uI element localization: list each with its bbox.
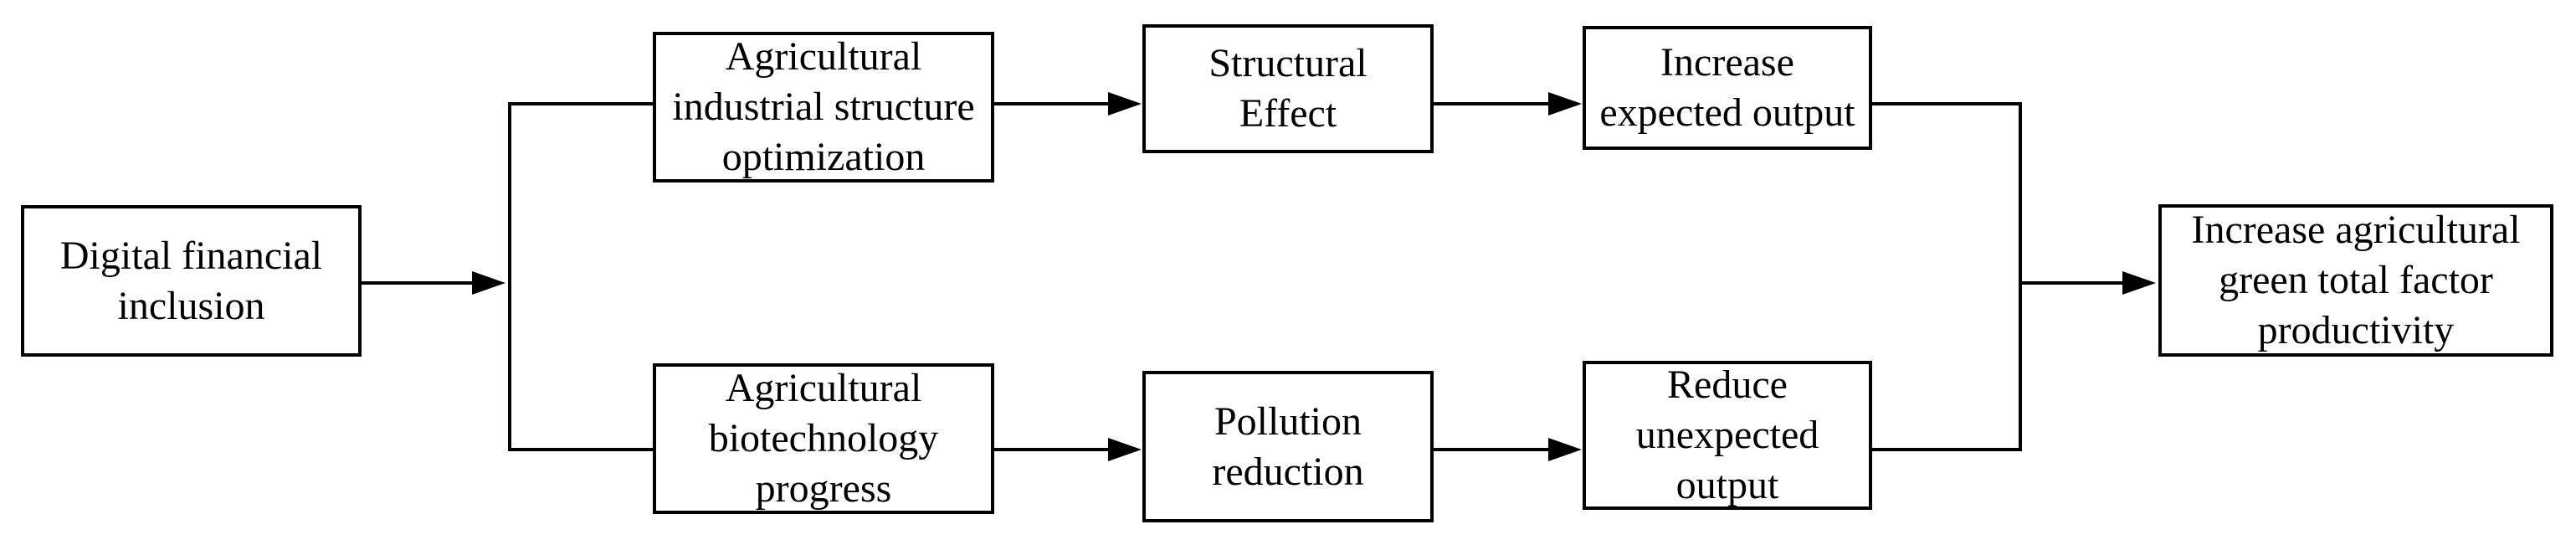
node-digital-financial-inclusion: Digital financial inclusion <box>21 205 362 357</box>
node-agricultural-industrial-structure-optimization: Agricultural industrial structure optimi… <box>653 32 994 183</box>
node-label-structural-effect: Structural Effect <box>1208 41 1368 136</box>
node-increase-expected-output: Increase expected output <box>1583 26 1872 150</box>
edge-join-vertical-line <box>2019 102 2022 451</box>
node-label-increase-expected-output: Increase expected output <box>1599 40 1855 135</box>
node-increase-agricultural-green-total-factor-productivity: Increase agricultural green total factor… <box>2158 204 2553 357</box>
edge-abp-to-pr-line <box>994 448 1108 451</box>
edge-join-to-iagtfp-line <box>2019 281 2122 285</box>
node-structural-effect: Structural Effect <box>1142 24 1434 153</box>
arrowhead-icon-join-to-iagtfp <box>2122 271 2156 295</box>
node-label-agricultural-biotechnology-progress: Agricultural biotechnology progress <box>708 366 939 511</box>
arrowhead-icon-dfi-to-split <box>472 271 505 295</box>
edge-se-to-ieo-line <box>1434 102 1548 105</box>
arrowhead-icon-aiso-to-se <box>1108 92 1142 116</box>
node-label-agricultural-industrial-structure-optimization: Agricultural industrial structure optimi… <box>672 34 975 179</box>
edge-split-to-abp-line <box>508 448 653 451</box>
edge-pr-to-ruo-line <box>1434 448 1548 451</box>
node-label-digital-financial-inclusion: Digital financial inclusion <box>59 233 323 328</box>
edge-split-vertical-line <box>508 102 511 451</box>
node-label-increase-agricultural-green-total-factor-productivity: Increase agricultural green total factor… <box>2191 208 2521 352</box>
edge-aiso-to-se-line <box>994 102 1108 105</box>
node-reduce-unexpected-output: Reduce unexpected output <box>1583 361 1872 510</box>
edge-dfi-to-split-line <box>362 281 472 285</box>
node-label-pollution-reduction: Pollution reduction <box>1212 398 1364 494</box>
edge-ieo-to-join-line <box>1872 102 2019 105</box>
edge-ruo-to-join-line <box>1872 448 2019 451</box>
node-pollution-reduction: Pollution reduction <box>1142 371 1434 522</box>
arrowhead-icon-se-to-ieo <box>1548 92 1582 116</box>
arrowhead-icon-abp-to-pr <box>1108 438 1142 461</box>
node-label-reduce-unexpected-output: Reduce unexpected output <box>1635 362 1819 507</box>
edge-split-to-aiso-line <box>508 102 653 105</box>
arrowhead-icon-pr-to-ruo <box>1548 438 1582 461</box>
node-agricultural-biotechnology-progress: Agricultural biotechnology progress <box>653 363 994 514</box>
